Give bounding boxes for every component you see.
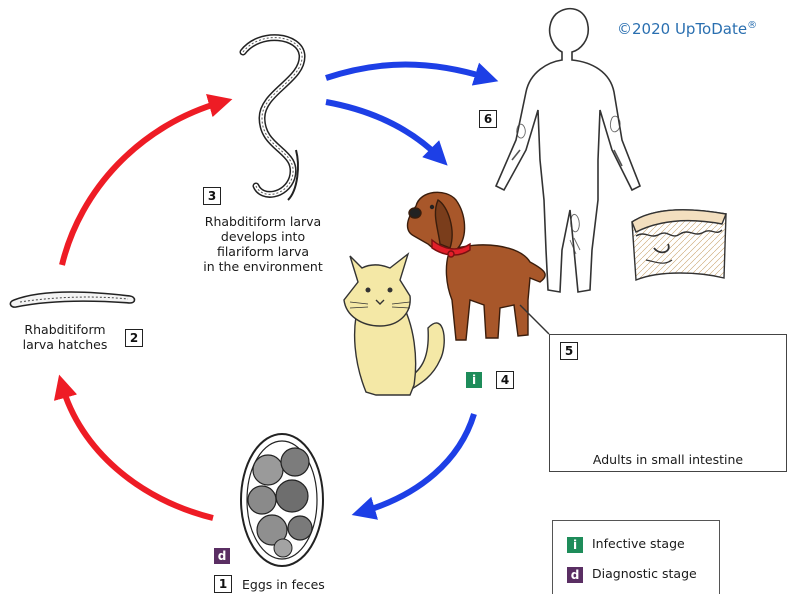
stage-4-infective-badge: i: [466, 372, 482, 388]
stage-2-caption-line: Rhabditiform: [10, 322, 120, 337]
filariform-larva-illustration: [243, 38, 302, 200]
legend-item-infective: i Infective stage: [567, 536, 685, 553]
arrow-animals-to-eggs: [362, 414, 474, 512]
legend-item-diagnostic: d Diagnostic stage: [567, 566, 697, 583]
stage-6-number: 6: [479, 110, 497, 128]
stage-3-number: 3: [203, 187, 221, 205]
stage-2-caption: Rhabditiform larva hatches: [10, 322, 120, 352]
skin-section-illustration: [632, 210, 726, 280]
cat-illustration: [344, 254, 444, 395]
legend-diagnostic-label: Diagnostic stage: [592, 566, 697, 581]
arrow-larva-to-human: [326, 65, 488, 79]
legend-infective-label: Infective stage: [592, 536, 685, 551]
stage-3-caption-line: develops into: [183, 229, 343, 244]
human-host-illustration: [496, 9, 640, 292]
stage-1-caption: Eggs in feces: [242, 577, 325, 592]
stage-4-number: 4: [496, 371, 514, 389]
stage-3-caption-line: filariform larva: [183, 244, 343, 259]
infective-badge: i: [567, 537, 583, 553]
stage-2-number: 2: [125, 329, 143, 347]
stage-5-number: 5: [560, 342, 578, 360]
stage-2-caption-line: larva hatches: [10, 337, 120, 352]
copyright-text: ©2020 UpToDate: [617, 20, 747, 38]
stage-5-caption: Adults in small intestine: [549, 452, 787, 467]
stage-1-number: 1: [214, 575, 232, 593]
egg-illustration: [241, 434, 323, 566]
rhabditiform-larva-illustration: [10, 292, 134, 307]
stage-3-caption-line: Rhabditiform larva: [183, 214, 343, 229]
arrow-larva-to-animals: [326, 102, 440, 158]
stage-1-diagnostic-badge: d: [214, 548, 230, 564]
arrow-egg-to-hatch: [62, 385, 213, 518]
stage-3-caption: Rhabditiform larva develops into filarif…: [183, 214, 343, 274]
copyright-notice: ©2020 UpToDate®: [617, 20, 757, 38]
dog-illustration: [408, 192, 546, 340]
registered-mark: ®: [747, 20, 757, 31]
diagnostic-badge: d: [567, 567, 583, 583]
stage-3-caption-line: in the environment: [183, 259, 343, 274]
legend: i Infective stage d Diagnostic stage: [552, 520, 720, 594]
